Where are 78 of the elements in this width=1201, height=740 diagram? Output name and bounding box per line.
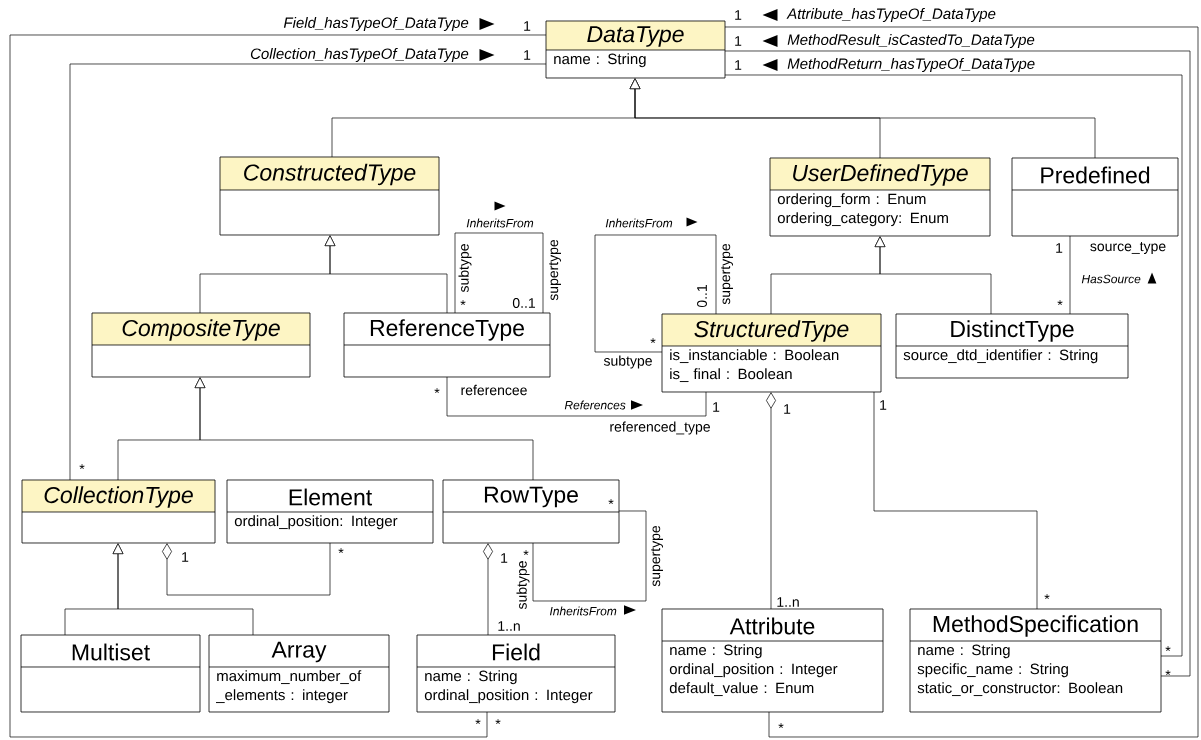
multiplicity-label: * (1044, 594, 1050, 600)
edge-label: InheritsFrom (549, 605, 636, 616)
association-line (532, 510, 647, 602)
association-line (594, 234, 717, 353)
class-box: StructuredType is_instanciable : Boolean is_ final : Boolean (661, 313, 882, 393)
multiplicity-label: 1 (735, 60, 742, 70)
generalization-arrow (629, 78, 1096, 159)
multiplicity-label: 1 (1056, 243, 1063, 253)
aggregation-line (162, 542, 331, 596)
edge-label: MethodReturn_hasTypeOf_DataType (762, 58, 1035, 72)
role-label: referenced_type (610, 421, 710, 435)
role-label: supertype (549, 239, 561, 301)
multiplicity-label: 0..1 (697, 285, 707, 308)
generalization-arrow (874, 236, 992, 315)
multiplicity-label: * (338, 548, 344, 554)
edge-label: HasSource (1081, 272, 1157, 284)
edge-label: MethodResult_isCastedTo_DataType (762, 34, 1035, 48)
edge-label: InheritsFrom (466, 201, 534, 228)
class-box: ConstructedType (219, 156, 440, 236)
multiplicity-label: 1 (713, 402, 720, 412)
class-box: Multiset (20, 634, 201, 713)
edge-label: References (564, 400, 643, 410)
multiplicity-label: * (1057, 300, 1063, 306)
class-box: CollectionType (21, 479, 216, 544)
class-box: UserDefinedType ordering_form : Enum ordering_category: Enum (769, 157, 991, 237)
multiplicity-label: 1 (784, 404, 791, 414)
multiplicity-label: 1 (735, 36, 742, 46)
class-box: Field name : String ordinal_position : Integer (416, 634, 616, 713)
edge-label: Field_hasTypeOf_DataType (283, 17, 495, 31)
generalization-arrow (194, 377, 534, 481)
multiplicity-label: 1 (182, 552, 189, 562)
class-box: Element ordinal_position: Integer (226, 479, 434, 544)
role-label: supertype (721, 243, 733, 305)
association-line (9, 34, 547, 738)
multiplicity-label: * (79, 464, 85, 470)
multiplicity-label: 1 (880, 400, 887, 410)
multiplicity-label: * (495, 719, 501, 725)
aggregation-line (483, 543, 493, 636)
role-label: supertype (651, 525, 663, 587)
class-box: Predefined (1011, 157, 1179, 237)
association-line (1069, 235, 1071, 315)
generalization-arrow (112, 543, 254, 636)
multiplicity-label: * (1165, 670, 1171, 676)
multiplicity-label: 1 (524, 21, 531, 31)
multiplicity-label: * (434, 388, 440, 394)
association-line (69, 63, 547, 481)
multiplicity-label: * (778, 723, 784, 729)
edge-label: Collection_hasTypeOf_DataType (250, 48, 495, 62)
edge-label: Attribute_hasTypeOf_DataType (762, 8, 996, 22)
role-label: referencee (461, 384, 527, 396)
multiplicity-label: * (475, 719, 481, 725)
multiplicity-label: 1..n (777, 597, 799, 607)
multiplicity-label: * (608, 499, 614, 505)
association-line (454, 232, 544, 314)
aggregation-line (766, 392, 776, 610)
multiplicity-label: 1 (501, 553, 508, 563)
generalization-arrow (324, 235, 448, 314)
multiplicity-label: * (1165, 646, 1171, 652)
edge-label: InheritsFrom (605, 217, 698, 228)
role-label: subtype (458, 244, 472, 293)
role-label: subtype (516, 561, 530, 610)
class-box: DistinctType source_dtd_identifier : String (895, 313, 1129, 379)
multiplicity-label: * (523, 550, 529, 556)
multiplicity-label: 0..1 (512, 298, 535, 308)
role-label: subtype (603, 355, 652, 369)
multiplicity-label: * (460, 300, 466, 306)
class-box: Attribute name : String ordinal_position : Integer default_value : Enum (661, 608, 884, 713)
class-box: Array maximum_number_of _elements : integer (208, 634, 390, 713)
multiplicity-label: 1 (735, 10, 742, 20)
association-line (446, 376, 707, 417)
class-box: ReferenceType (343, 312, 551, 378)
class-box: CompositeType (91, 312, 311, 378)
class-box: DataType name : String (545, 20, 726, 79)
multiplicity-label: 1 (524, 50, 531, 60)
association-line (873, 391, 1038, 610)
multiplicity-label: 1..n (498, 621, 520, 631)
class-box: MethodSpecification name : String specific_name : String static_or_constructor: Boolean (909, 608, 1162, 713)
multiplicity-label: * (650, 338, 656, 344)
